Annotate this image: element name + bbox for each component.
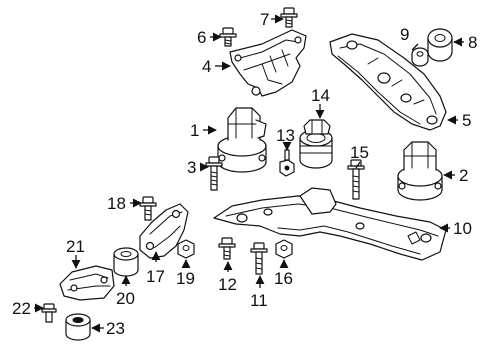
callout-13: 13 xyxy=(276,126,295,145)
leader-lines xyxy=(34,14,464,333)
callout-2: 2 xyxy=(459,166,468,185)
part-6-bolt xyxy=(219,27,237,47)
part-20-rubber-mount xyxy=(113,247,139,277)
part-14-round-mount xyxy=(299,119,333,169)
part-19-nut xyxy=(177,239,195,259)
part-21-bracket xyxy=(59,265,115,301)
callout-7: 7 xyxy=(260,10,269,29)
callout-11: 11 xyxy=(250,291,268,310)
callout-22: 22 xyxy=(12,299,31,318)
callout-18: 18 xyxy=(107,194,126,213)
callout-21: 21 xyxy=(66,237,85,256)
part-11-bolt xyxy=(250,242,268,275)
part-15-bolt xyxy=(347,159,365,200)
part-8-cylinder-mount xyxy=(427,28,453,62)
callout-14: 14 xyxy=(311,86,330,105)
callout-16: 16 xyxy=(274,269,293,288)
part-22-bolt xyxy=(41,303,57,323)
callout-9: 9 xyxy=(400,25,409,44)
part-2-engine-mount xyxy=(397,141,443,201)
callout-5: 5 xyxy=(462,111,471,130)
callout-1: 1 xyxy=(190,121,199,140)
part-9-bushing xyxy=(411,47,429,67)
callout-17: 17 xyxy=(146,267,165,286)
callout-10: 10 xyxy=(453,219,472,238)
callout-6: 6 xyxy=(197,28,206,47)
part-5-mount-plate xyxy=(329,33,447,131)
part-7-bolt xyxy=(280,7,298,28)
part-17-bracket xyxy=(139,203,189,259)
callout-15: 15 xyxy=(350,143,369,162)
part-18-bolt xyxy=(139,196,157,221)
part-13-nut xyxy=(279,149,295,177)
part-3-bolt xyxy=(205,156,223,191)
part-10-crossmember xyxy=(213,187,447,261)
leader-9 xyxy=(411,43,419,51)
part-23-bushing xyxy=(65,313,91,341)
part-1-engine-mount xyxy=(217,107,267,173)
callout-23: 23 xyxy=(106,319,125,338)
callout-19: 19 xyxy=(176,269,195,288)
part-12-bolt xyxy=(218,237,236,260)
callout-20: 20 xyxy=(116,289,135,308)
part-16-nut xyxy=(275,239,293,259)
callout-labels: 7 6 4 5 9 8 1 3 14 13 15 2 10 18 17 19 1… xyxy=(12,10,477,338)
callout-12: 12 xyxy=(218,275,237,294)
leader-15 xyxy=(355,161,361,169)
part-4-bracket xyxy=(229,29,307,97)
callout-3: 3 xyxy=(187,158,196,177)
callout-4: 4 xyxy=(202,57,211,76)
callout-8: 8 xyxy=(468,33,477,52)
